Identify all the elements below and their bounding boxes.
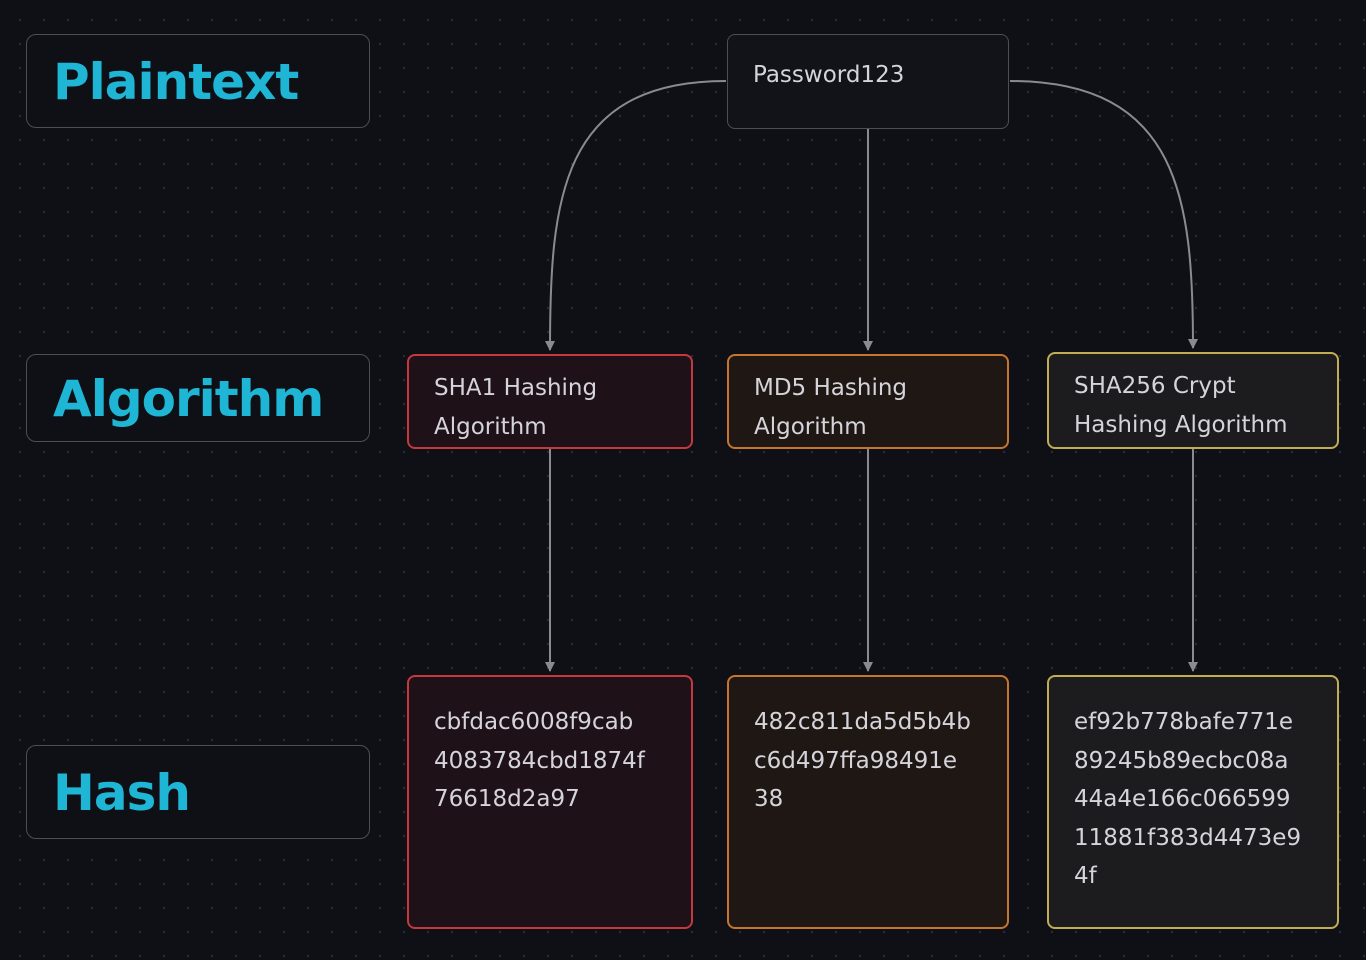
plaintext-node: Password123 [727, 34, 1009, 129]
row-label-hash: Hash [26, 745, 370, 839]
edge-plaintext-to-sha256 [1009, 80, 1198, 349]
edge-plaintext-to-sha1 [545, 80, 727, 351]
row-label-plaintext: Plaintext [26, 34, 370, 128]
algorithm-node-sha1: SHA1 Hashing Algorithm [407, 354, 693, 449]
hash-node-sha1: cbfdac6008f9cab 4083784cbd1874f 76618d2a… [407, 675, 693, 929]
row-label-algorithm: Algorithm [26, 354, 370, 442]
algorithm-node-md5: MD5 Hashing Algorithm [727, 354, 1009, 449]
algorithm-node-sha256: SHA256 Crypt Hashing Algorithm [1047, 352, 1339, 449]
hash-node-md5: 482c811da5d5b4b c6d497ffa98491e 38 [727, 675, 1009, 929]
hash-node-sha256: ef92b778bafe771e 89245b89ecbc08a 44a4e16… [1047, 675, 1339, 929]
